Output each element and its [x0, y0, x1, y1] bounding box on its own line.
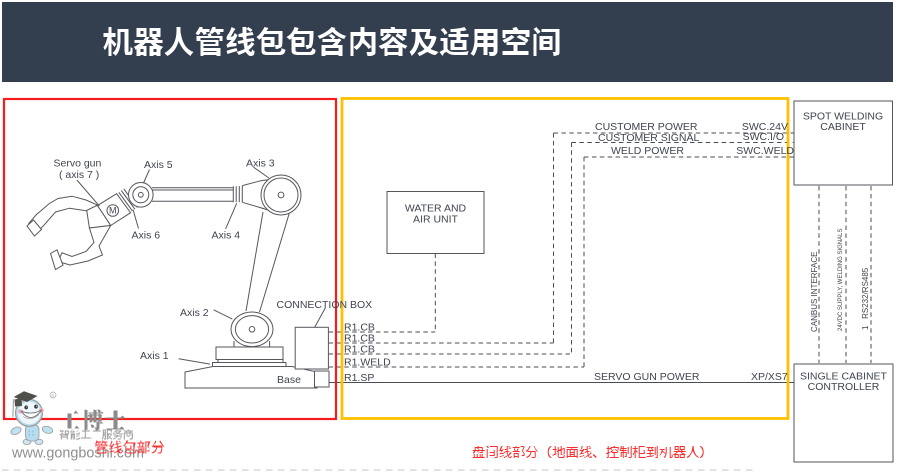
svg-text:WATER AND: WATER AND: [405, 203, 467, 215]
svg-text:R1.SP: R1.SP: [344, 372, 374, 384]
svg-text:R1.WELD: R1.WELD: [344, 357, 391, 369]
svg-text:SERVO GUN POWER: SERVO GUN POWER: [594, 371, 700, 383]
svg-text:SWC.I/O: SWC.I/O: [743, 131, 784, 143]
svg-text:Axis 2: Axis 2: [180, 307, 209, 319]
svg-text:WELD POWER: WELD POWER: [611, 145, 684, 157]
svg-text:R1.CB: R1.CB: [344, 344, 375, 356]
svg-text:Axis 5: Axis 5: [144, 159, 173, 171]
svg-text:AIR UNIT: AIR UNIT: [413, 214, 459, 226]
svg-text:SWC.WELD: SWC.WELD: [736, 145, 794, 157]
svg-text:24VDC SUPPLY, WELDING SIGNALS: 24VDC SUPPLY, WELDING SIGNALS: [838, 229, 844, 331]
svg-text:Axis 3: Axis 3: [246, 158, 275, 170]
svg-text:Axis 4: Axis 4: [212, 230, 241, 242]
svg-text:Servo gun: Servo gun: [54, 158, 102, 170]
svg-text:( axis 7 ): ( axis 7 ): [59, 169, 99, 181]
svg-text:Axis 6: Axis 6: [132, 230, 161, 242]
svg-text:R1.CB: R1.CB: [344, 322, 375, 334]
svg-text:CONNECTION BOX: CONNECTION BOX: [277, 299, 373, 311]
svg-text:CONTROLLER: CONTROLLER: [808, 381, 880, 393]
svg-text:SPOT WELDING: SPOT WELDING: [803, 111, 883, 123]
svg-text:M: M: [109, 206, 117, 216]
svg-text:CUSTOMER SIGNAL: CUSTOMER SIGNAL: [598, 132, 699, 144]
svg-text:1 RS232/RS485: 1 RS232/RS485: [861, 267, 870, 330]
svg-text:www.gongboshi.com: www.gongboshi.com: [11, 446, 144, 462]
svg-text:CANBUS INTERFACE: CANBUS INTERFACE: [810, 252, 819, 332]
svg-text:Axis 1: Axis 1: [140, 350, 169, 362]
svg-text:CABINET: CABINET: [820, 121, 866, 133]
svg-text:R1.CB: R1.CB: [344, 333, 375, 345]
svg-text:XP/XS7: XP/XS7: [751, 371, 788, 383]
svg-text:SWC.24V: SWC.24V: [742, 121, 788, 133]
svg-text:R: R: [51, 393, 55, 398]
svg-text:CUSTOMER POWER: CUSTOMER POWER: [595, 121, 698, 133]
svg-text:SINGLE CABINET: SINGLE CABINET: [800, 371, 888, 383]
svg-text:Base: Base: [277, 374, 301, 386]
